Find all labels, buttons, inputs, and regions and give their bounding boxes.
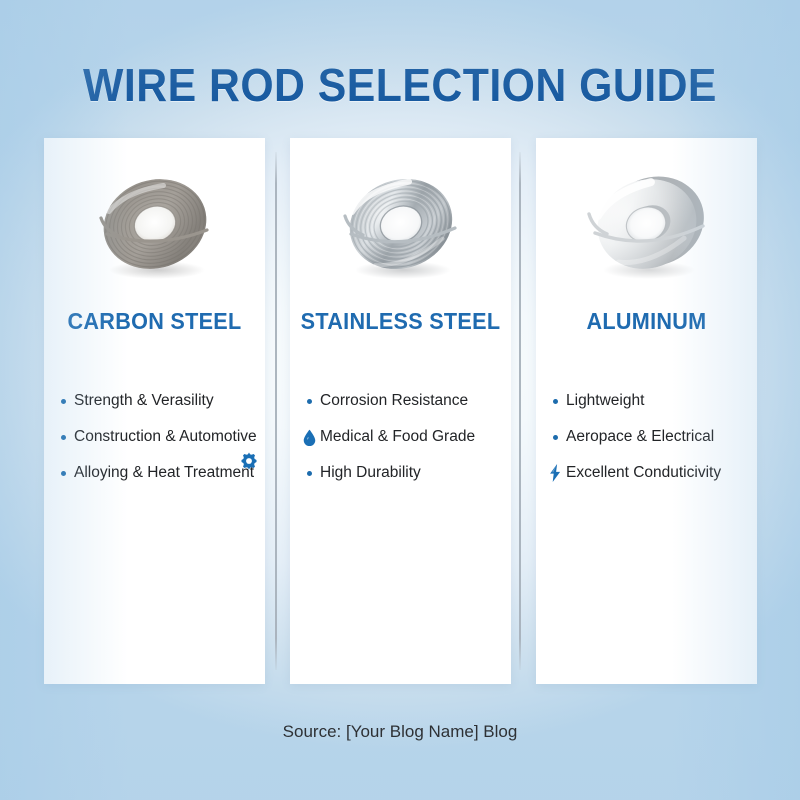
list-item: Lightweight bbox=[544, 391, 757, 413]
bullet-dot-icon bbox=[54, 391, 72, 411]
feature-list-stainless-steel: Corrosion Resistance Medical & Food Grad… bbox=[298, 391, 511, 499]
list-item: Aeropace & Electrical bbox=[544, 427, 757, 449]
bullet-dot-icon bbox=[54, 427, 72, 447]
gear-icon bbox=[240, 452, 258, 470]
list-item: Alloying & Heat Treatment bbox=[52, 463, 265, 485]
feature-list-carbon-steel: Strength & Verasility Construction & Aut… bbox=[52, 391, 265, 499]
bullet-dot-icon bbox=[54, 463, 72, 483]
list-item-label: Construction & Automotive bbox=[74, 428, 257, 445]
bullet-dot-icon bbox=[546, 391, 564, 411]
list-item: Strength & Verasility bbox=[52, 391, 265, 413]
page-title: WIRE ROD SELECTION GUIDE bbox=[83, 59, 717, 111]
wire-coil-stainless-steel-image bbox=[290, 160, 511, 292]
bullet-dot-icon bbox=[546, 427, 564, 447]
material-card-stainless-steel[interactable]: STAINLESS STEEL Corrosion Resistance Med… bbox=[290, 138, 511, 684]
list-item-label: Medical & Food Grade bbox=[320, 428, 476, 445]
card-title-aluminum: ALUMINUM bbox=[586, 308, 707, 334]
water-drop-icon bbox=[300, 427, 318, 447]
material-card-carbon-steel[interactable]: CARBON STEEL Strength & Verasility Const… bbox=[44, 138, 265, 684]
list-item-label: Lightweight bbox=[566, 392, 645, 409]
card-divider bbox=[275, 152, 277, 670]
source-caption: Source: [Your Blog Name] Blog bbox=[282, 722, 518, 741]
list-item: High Durability bbox=[298, 463, 511, 485]
card-divider bbox=[519, 152, 521, 670]
wire-coil-aluminum-image bbox=[536, 160, 757, 292]
list-item: Construction & Automotive bbox=[52, 427, 265, 449]
list-item-label: Aeropace & Electrical bbox=[566, 428, 715, 445]
material-card-aluminum[interactable]: ALUMINUM Lightweight Aeropace & Electric… bbox=[536, 138, 757, 684]
list-item-label: Strength & Verasility bbox=[74, 392, 214, 409]
card-title-carbon-steel: CARBON STEEL bbox=[67, 308, 242, 334]
wire-coil-carbon-steel-image bbox=[44, 160, 265, 292]
lightning-bolt-icon bbox=[546, 463, 564, 483]
card-title-stainless-steel: STAINLESS STEEL bbox=[300, 308, 501, 334]
list-item: Excellent Conduticivity bbox=[544, 463, 757, 485]
feature-list-aluminum: Lightweight Aeropace & Electrical Excell… bbox=[544, 391, 757, 499]
list-item-label: High Durability bbox=[320, 464, 421, 481]
list-item-label: Alloying & Heat Treatment bbox=[74, 464, 255, 481]
bullet-dot-icon bbox=[300, 391, 318, 411]
card-group: CARBON STEEL Strength & Verasility Const… bbox=[44, 138, 757, 684]
list-item-label: Excellent Conduticivity bbox=[566, 464, 722, 481]
list-item-label: Corrosion Resistance bbox=[320, 392, 469, 409]
list-item: Corrosion Resistance bbox=[298, 391, 511, 413]
list-item: Medical & Food Grade bbox=[298, 427, 511, 449]
bullet-dot-icon bbox=[300, 463, 318, 483]
